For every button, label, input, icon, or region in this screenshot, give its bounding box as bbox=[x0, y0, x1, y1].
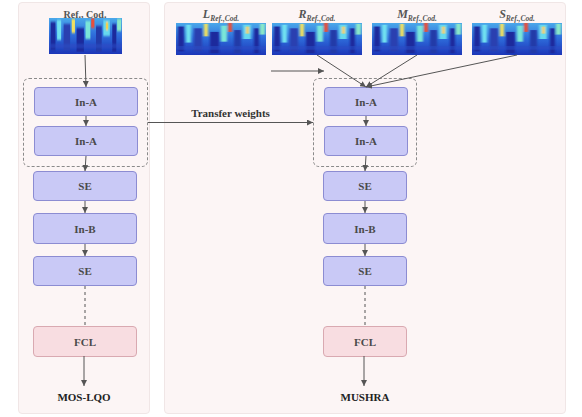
output-arrow bbox=[364, 356, 365, 386]
flow-arrow bbox=[85, 244, 86, 256]
flow-arrow bbox=[85, 55, 86, 87]
input-label-subscript: Ref.,Cod. bbox=[307, 14, 336, 23]
panel-output-label: MOS-LQO bbox=[19, 391, 149, 403]
layer-label: SE bbox=[358, 265, 371, 277]
edge-label: Transfer weights bbox=[191, 107, 270, 119]
layer-label: In-A bbox=[355, 96, 377, 108]
spectrogram-image bbox=[176, 23, 266, 55]
layer-block: In-A bbox=[34, 87, 138, 116]
spectrogram-input: MRef.,Cod. bbox=[369, 4, 465, 55]
flow-arrow bbox=[85, 286, 86, 326]
spectrogram-input: SRef.,Cod. bbox=[469, 4, 565, 55]
layer-label: In-A bbox=[75, 135, 97, 147]
layer-label: FCL bbox=[354, 336, 376, 348]
layer-block: SE bbox=[323, 256, 407, 286]
layer-label: FCL bbox=[74, 336, 96, 348]
layer-block: In-B bbox=[323, 213, 407, 244]
layer-label: In-A bbox=[75, 96, 97, 108]
panel-output-label: MUSHRA bbox=[165, 391, 565, 403]
spectrogram-image bbox=[176, 23, 266, 55]
spectrogram-image bbox=[372, 23, 462, 55]
layer-block: In-B bbox=[33, 213, 137, 244]
input-label: MRef.,Cod. bbox=[369, 4, 465, 23]
spectrogram-image bbox=[272, 23, 362, 55]
flow-arrow bbox=[86, 116, 87, 126]
input-label-main: L bbox=[203, 7, 210, 21]
spectrogram-image bbox=[472, 23, 562, 55]
layer-block: SE bbox=[323, 171, 407, 201]
flow-arrow bbox=[148, 122, 313, 123]
spectrogram-input: LRef.,Cod. bbox=[171, 4, 271, 55]
flow-arrow bbox=[317, 55, 366, 87]
flow-arrow bbox=[271, 71, 324, 72]
flow-arrow bbox=[365, 156, 366, 171]
layer-label: In-B bbox=[74, 223, 95, 235]
layer-label: SE bbox=[358, 180, 371, 192]
layer-label: SE bbox=[78, 265, 91, 277]
input-label: LRef.,Cod. bbox=[171, 4, 271, 23]
spectrogram-input: Ref., Cod. bbox=[41, 4, 129, 55]
layer-block: SE bbox=[33, 171, 137, 201]
flow-arrow bbox=[366, 55, 517, 87]
spectrogram-image bbox=[272, 23, 362, 55]
input-label-subscript: Ref.,Cod. bbox=[506, 14, 535, 23]
layer-label: SE bbox=[78, 180, 91, 192]
layer-label: In-A bbox=[355, 135, 377, 147]
input-label-main: S bbox=[499, 7, 506, 21]
output-arrow bbox=[84, 356, 85, 386]
spectrogram-image bbox=[372, 23, 462, 55]
spectrogram-input: RRef.,Cod. bbox=[269, 4, 365, 55]
flow-arrow bbox=[365, 201, 366, 213]
input-label-subscript: Ref.,Cod. bbox=[408, 14, 437, 23]
input-label: RRef.,Cod. bbox=[269, 4, 365, 23]
input-label: SRef.,Cod. bbox=[469, 4, 565, 23]
flow-arrow bbox=[365, 286, 366, 326]
layer-block: In-A bbox=[34, 126, 138, 156]
flow-arrow bbox=[365, 244, 366, 256]
flow-arrow bbox=[366, 55, 417, 87]
layer-block: In-A bbox=[324, 87, 408, 116]
spectrogram-image bbox=[472, 23, 562, 55]
input-label-main: M bbox=[397, 7, 408, 21]
layer-label: In-B bbox=[354, 223, 375, 235]
model-panel: MUSHRALRef.,Cod.RRef.,Cod.MRef.,Cod.SRef… bbox=[164, 2, 566, 414]
spectrogram-image bbox=[49, 18, 122, 54]
model-panel: MOS-LQO Ref., Cod. In-A In-A SE In-B SE FCL bbox=[18, 2, 150, 414]
layer-block: SE bbox=[33, 256, 137, 286]
fully-connected-layer: FCL bbox=[33, 326, 137, 357]
fully-connected-layer: FCL bbox=[323, 326, 407, 357]
input-label-subscript: Ref.,Cod. bbox=[210, 14, 239, 23]
flow-arrow bbox=[366, 116, 367, 126]
spectrogram-image bbox=[49, 18, 122, 54]
input-label-main: R bbox=[299, 7, 307, 21]
flow-arrow bbox=[85, 156, 86, 171]
transfer-group: In-A In-A bbox=[23, 78, 148, 167]
layer-block: In-A bbox=[324, 126, 408, 156]
transfer-group: In-A In-A bbox=[313, 78, 417, 167]
flow-arrow bbox=[85, 201, 86, 213]
